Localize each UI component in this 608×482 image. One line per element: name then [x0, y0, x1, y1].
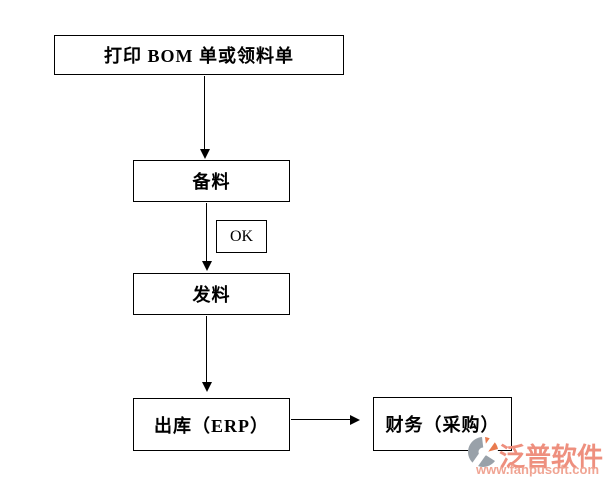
- arrow-down-icon: [200, 149, 210, 159]
- fanpu-logo-icon: [468, 435, 500, 469]
- arrow-right-icon: [350, 415, 360, 425]
- flow-node-ok-condition: OK: [216, 220, 267, 253]
- arrow-down-icon: [202, 382, 212, 392]
- arrow-prepare-to-issue-line: [206, 203, 207, 263]
- arrow-issue-to-outbound-line: [206, 316, 207, 384]
- flow-node-finance-purchase: 财务（采购）: [373, 397, 512, 451]
- watermark-brand-text: 泛普软件: [499, 443, 604, 472]
- watermark-url-text: www.fanpusoft.com: [476, 462, 600, 477]
- arrow-down-icon: [202, 261, 212, 271]
- arrow-print-to-prepare-line: [204, 76, 205, 151]
- flow-node-issue-material: 发料: [133, 273, 290, 315]
- arrow-outbound-to-finance-line: [291, 419, 352, 420]
- flow-node-prepare-material: 备料: [133, 160, 290, 202]
- flow-node-outbound-erp: 出库（ERP）: [133, 398, 290, 451]
- flow-node-print-bom: 打印 BOM 单或领料单: [54, 35, 344, 75]
